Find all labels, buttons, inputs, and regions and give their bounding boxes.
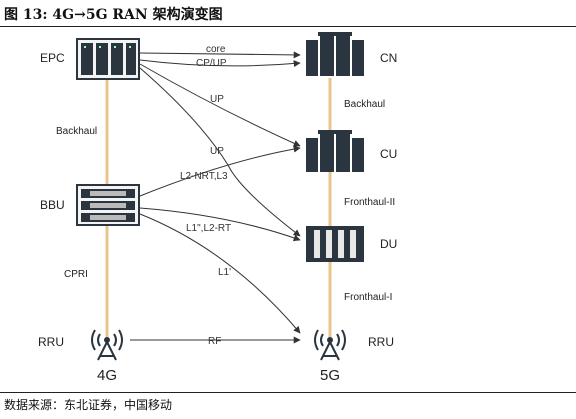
figure-title: 图 13: 4G→5G RAN 架构演变图 <box>4 7 223 23</box>
source-note: 数据来源：东北证券，中国移动 <box>4 398 173 412</box>
label-epc: EPC <box>40 51 65 65</box>
label-bbu: BBU <box>40 198 65 212</box>
column-label-4g: 4G <box>97 367 117 384</box>
cn-servers <box>306 32 364 76</box>
label-rru-5g: RRU <box>368 335 394 349</box>
rru-4g-antenna-icon <box>91 329 123 361</box>
bottom-rule <box>0 392 576 393</box>
label-fronthaul-1: Fronthaul-I <box>344 292 392 303</box>
arrow-l1p <box>139 213 301 334</box>
label-core: core <box>206 44 226 55</box>
label-l1p: L1' <box>218 267 231 278</box>
label-right-backhaul: Backhaul <box>344 99 385 110</box>
label-up-1: UP <box>210 94 224 105</box>
arrow-l2 <box>139 145 301 197</box>
label-du: DU <box>380 237 397 251</box>
label-fronthaul-2: Fronthaul-II <box>344 197 395 208</box>
arrow-up-1 <box>139 63 301 147</box>
arrow-cp-up <box>139 59 301 68</box>
du-servers <box>306 226 364 262</box>
label-cp-up: CP/UP <box>196 58 227 69</box>
label-cpri: CPRI <box>64 269 88 280</box>
label-rf: RF <box>208 336 221 347</box>
arrow-core <box>139 51 301 59</box>
top-rule <box>0 26 576 27</box>
rru-5g-antenna-icon <box>314 329 346 361</box>
label-rru-4g: RRU <box>38 335 64 349</box>
column-label-5g: 5G <box>320 367 340 384</box>
label-up-2: UP <box>210 146 224 157</box>
bbu-box <box>76 184 140 226</box>
arrow-l1-l2 <box>139 207 301 242</box>
epc-box <box>76 38 140 80</box>
label-cu: CU <box>380 147 397 161</box>
label-cn: CN <box>380 51 397 65</box>
label-l1-l2: L1",L2-RT <box>186 223 231 234</box>
label-left-backhaul: Backhaul <box>56 126 97 137</box>
cu-servers <box>306 130 364 172</box>
label-l2: L2-NRT,L3 <box>180 171 228 182</box>
